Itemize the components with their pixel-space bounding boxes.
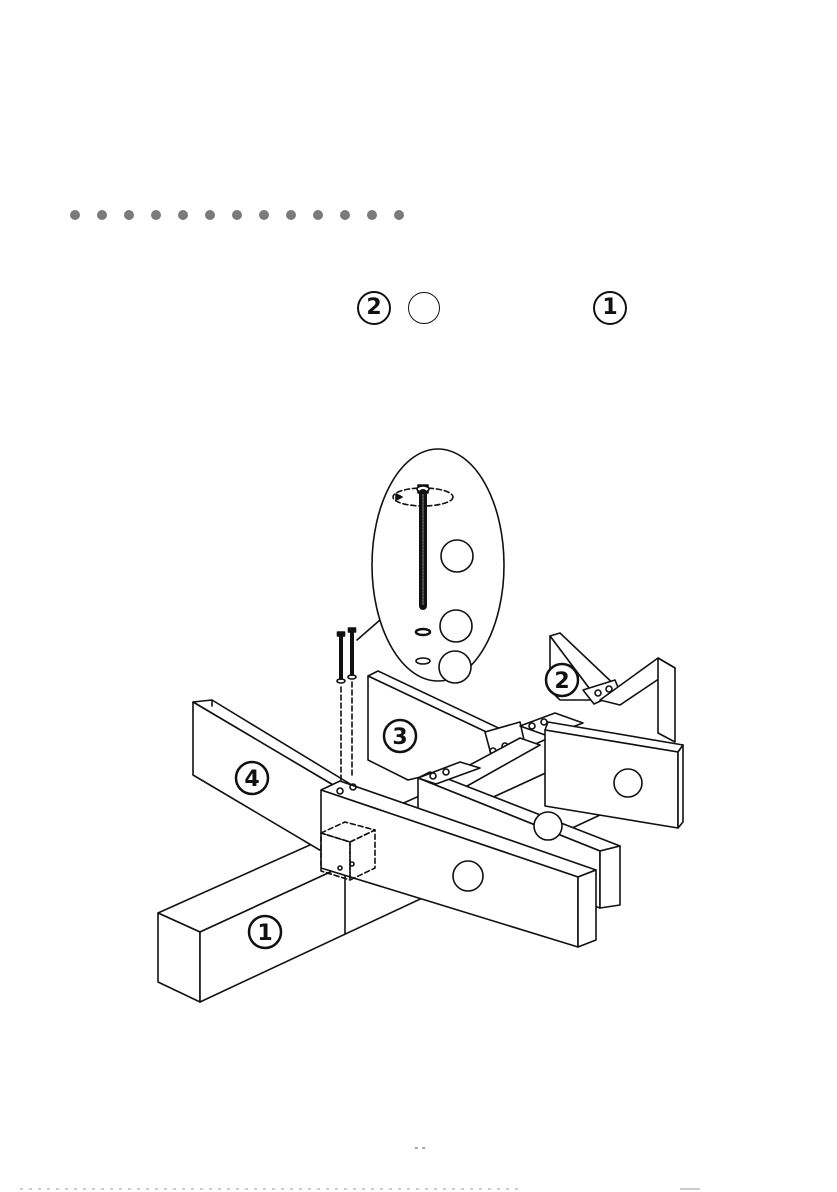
middle-leg-blank-label: [534, 812, 562, 840]
front-leg-blank-label: [453, 861, 483, 891]
page-number: - -: [400, 1140, 440, 1154]
right-leg-blank-label: [614, 769, 642, 797]
bolt-blank-label: [441, 540, 473, 572]
flat-washer-blank-label: [439, 651, 471, 683]
part-4-number: 4: [244, 767, 259, 792]
footer-edge: [0, 1184, 837, 1192]
hardware-callout: [372, 449, 504, 683]
part-1-number: 1: [257, 921, 272, 946]
part-2-number: 2: [554, 669, 569, 694]
part-3-number: 3: [392, 725, 407, 750]
lock-washer-blank-label: [440, 610, 472, 642]
